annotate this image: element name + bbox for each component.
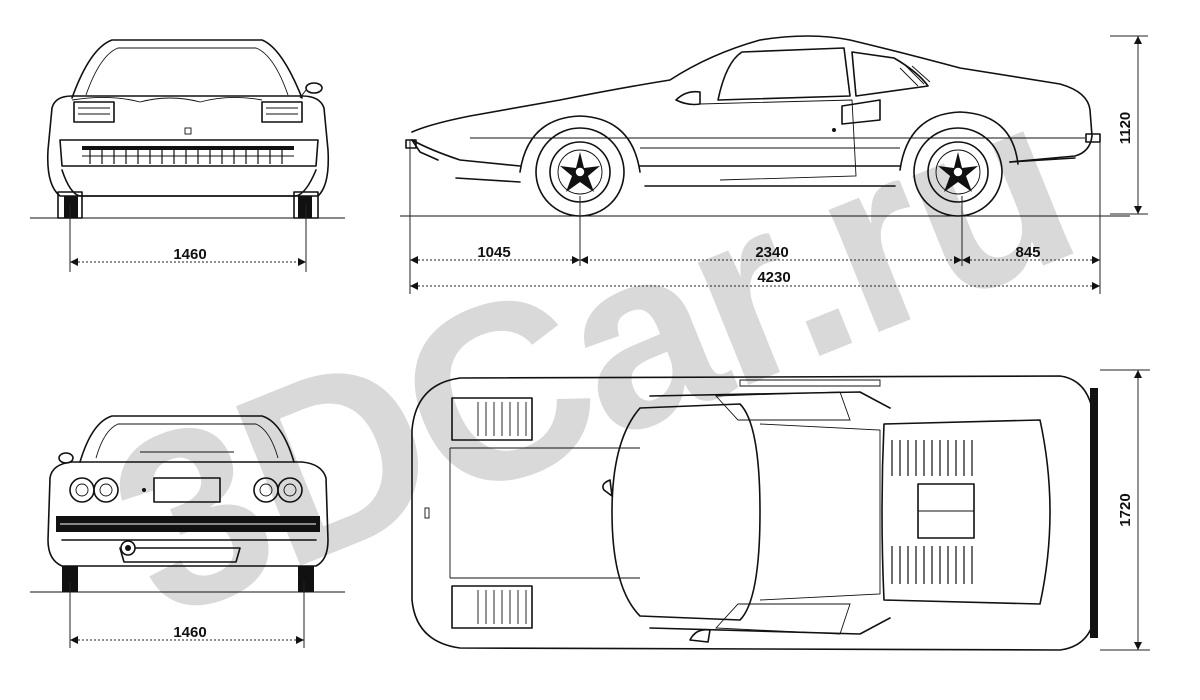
width-dimension: 1720 <box>1100 369 1150 651</box>
side-view <box>400 35 1130 217</box>
rear-track-dimension: 1460 <box>69 582 305 648</box>
front-track-label: 1460 <box>173 246 206 263</box>
length-dimensions: 1045 2340 845 4230 <box>409 140 1101 294</box>
wheelbase-label: 2340 <box>755 244 788 261</box>
height-label: 1120 <box>1117 112 1134 145</box>
front-overhang-label: 1045 <box>477 244 510 261</box>
rear-overhang-label: 845 <box>1015 244 1040 261</box>
height-dimension: 1120 <box>1110 35 1148 215</box>
front-view <box>30 39 345 219</box>
watermark: 3DCar.ru <box>77 40 1103 671</box>
overall-length-label: 4230 <box>757 269 790 286</box>
width-label: 1720 <box>1117 493 1134 526</box>
front-track-dimension: 1460 <box>69 205 307 272</box>
watermark-text: 3DCar.ru <box>77 40 1103 671</box>
rear-view <box>30 415 345 593</box>
rear-track-label: 1460 <box>173 624 206 641</box>
top-view <box>411 375 1098 651</box>
